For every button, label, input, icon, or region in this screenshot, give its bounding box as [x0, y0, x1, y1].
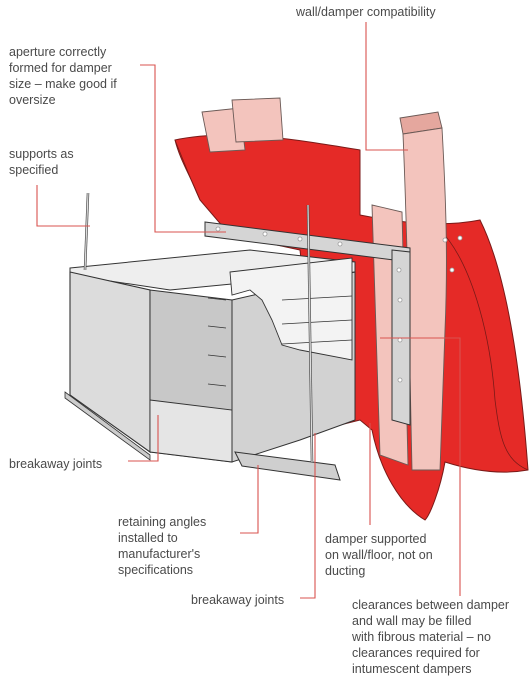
label-supports: supports as specified	[9, 147, 74, 177]
label-breakaway-joints-bottom: breakaway joints	[191, 593, 285, 607]
duct-assembly	[64, 221, 411, 481]
leader-aperture	[140, 64, 226, 233]
leader-lines	[36, 22, 461, 599]
label-aperture: aperture correctly formed for damper siz…	[9, 45, 117, 107]
leader-retaining-angles	[240, 465, 259, 534]
label-retaining-angles: retaining angles installed to manufactur…	[118, 515, 207, 577]
leader-wall-compatibility	[365, 22, 408, 151]
leader-breakaway-bottom	[300, 433, 316, 599]
label-damper-supported: damper supported on wall/floor, not on d…	[325, 532, 433, 578]
label-wall-damper-compatibility: wall/damper compatibility	[296, 5, 436, 19]
label-breakaway-joints-left: breakaway joints	[9, 457, 103, 471]
leader-supports	[36, 185, 90, 227]
fixing-dots	[215, 226, 463, 383]
label-clearances: clearances between damper and wall may b…	[352, 598, 510, 676]
support-rods	[83, 192, 314, 463]
leader-clearances	[380, 337, 461, 596]
leader-breakaway-left	[128, 415, 159, 462]
